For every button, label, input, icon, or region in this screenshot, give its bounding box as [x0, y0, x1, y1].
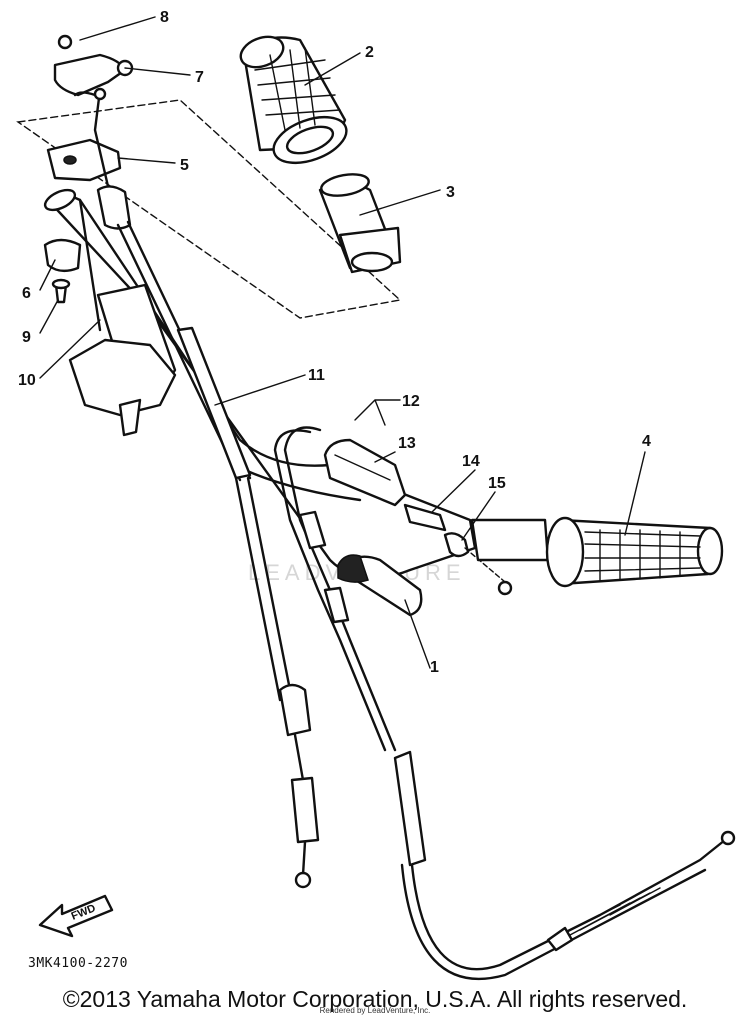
left-grip	[239, 35, 348, 165]
part-labels: 1 2 3 4 5 6 7 8 9 10 11 12 13 14 15	[18, 9, 651, 676]
copyright-notice: ©2013 Yamaha Motor Corporation, U.S.A. A…	[62, 986, 688, 1012]
throttle-tube	[318, 173, 402, 274]
part-label-10: 10	[18, 372, 36, 389]
part-label-2: 2	[365, 44, 374, 61]
leader-lines	[39, 16, 646, 669]
part-label-6: 6	[22, 285, 31, 302]
part-label-7: 7	[195, 69, 204, 86]
left-switch-perch	[68, 283, 177, 437]
throttle-cable	[73, 87, 320, 889]
part-label-8: 8	[160, 9, 169, 26]
part-label-9: 9	[22, 329, 31, 346]
part-label-1: 1	[430, 659, 439, 676]
throttle-housing-cap	[53, 34, 134, 97]
part-label-11: 11	[308, 367, 325, 384]
clutch-cable	[273, 426, 736, 981]
part-label-5: 5	[180, 157, 189, 174]
clutch-lever-assembly	[323, 438, 513, 596]
part-label-14: 14	[462, 453, 480, 470]
right-grip	[545, 516, 724, 588]
fwd-arrow: FWD	[38, 894, 114, 938]
part-label-13: 13	[398, 435, 416, 452]
part-label-4: 4	[642, 433, 651, 450]
rendered-by-notice: Rendered by LeadVenture, Inc.	[319, 1006, 431, 1015]
diagram-code: 3MK4100-2270	[28, 956, 128, 971]
part-label-3: 3	[446, 184, 455, 201]
subassembly-dashed-box	[16, 99, 402, 319]
part-label-15: 15	[488, 475, 506, 492]
part-label-12: 12	[402, 393, 420, 410]
